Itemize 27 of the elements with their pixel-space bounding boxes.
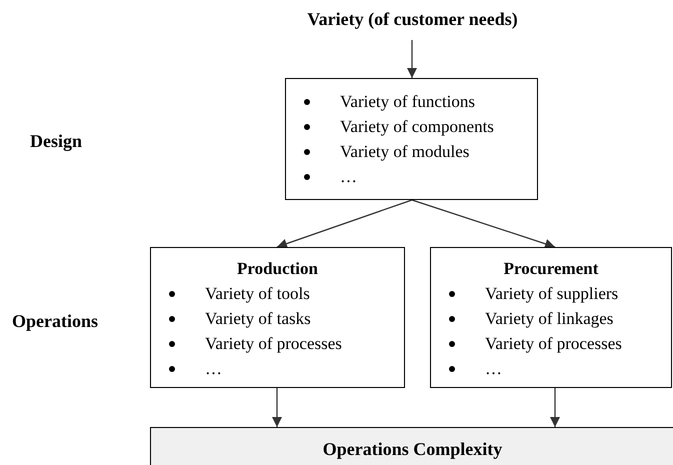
list-item: Variety of processes [205,333,342,355]
stage-label: Operations [12,310,98,333]
list-item: … [205,358,222,380]
list-item: Variety of modules [340,141,470,163]
design-box [285,78,538,200]
stage-label: Design [30,130,82,153]
list-item: … [485,358,502,380]
list-item: Variety of tasks [205,308,311,330]
arrow [412,199,556,249]
arrow [407,40,417,78]
list-item: Variety of processes [485,333,622,355]
heading-text: Variety (of customer needs) [270,4,555,34]
arrow [550,388,560,427]
list-item: … [340,166,357,188]
list-item: Variety of functions [340,91,476,113]
box-heading: Procurement [502,258,600,280]
list-item: Variety of linkages [485,308,614,330]
operations-box [430,247,672,388]
operations-box [150,247,405,388]
result-band [150,427,673,465]
list-item: Variety of tools [205,283,310,305]
band-text: Operations Complexity [322,439,502,459]
box-heading: Production [236,258,319,280]
arrow [276,199,412,248]
arrow [272,388,282,427]
list-item: Variety of suppliers [485,283,618,305]
list-item: Variety of components [340,116,494,138]
